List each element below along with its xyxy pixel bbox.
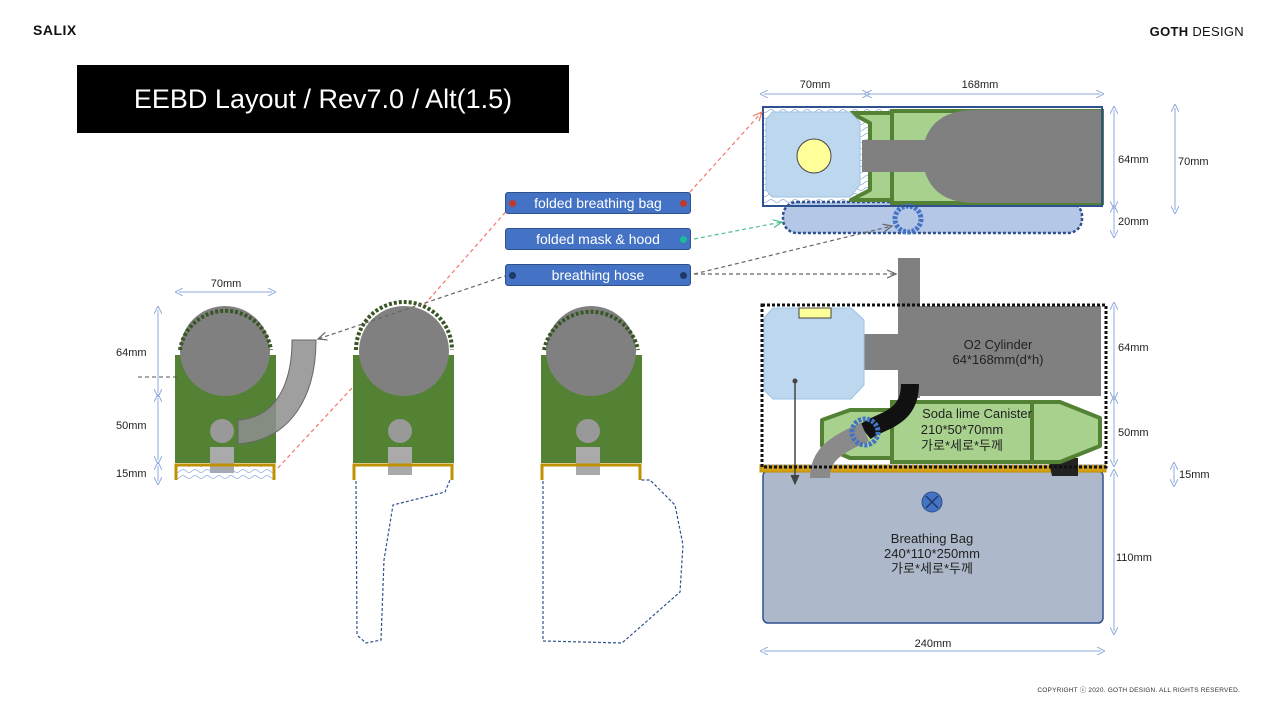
copyright-notice: COPYRIGHT ⓒ 2020. GOTH DESIGN. ALL RIGHT… xyxy=(1037,687,1240,694)
pill-dot-left xyxy=(509,272,516,279)
side-view-1 xyxy=(174,306,317,481)
bag-axes: 가로*세로*두께 xyxy=(891,561,973,576)
pill-dot-right xyxy=(680,236,687,243)
main-view-dimensions: 64mm 50mm 15mm 110mm 240mm xyxy=(764,306,1210,651)
side-dim-h1: 64mm xyxy=(116,347,147,359)
label-breathing-hose: breathing hose xyxy=(505,264,691,286)
label-folded-breathing-bag: folded breathing bag xyxy=(505,192,691,214)
top-dim-total: 70mm xyxy=(1178,156,1209,168)
main-dim-h4: 110mm xyxy=(1116,552,1152,564)
label-text: folded breathing bag xyxy=(534,195,662,211)
bag-name: Breathing Bag xyxy=(891,531,973,546)
label-text: folded mask & hood xyxy=(536,231,660,247)
page-title: EEBD Layout / Rev7.0 / Alt(1.5) xyxy=(77,65,569,133)
main-dim-h3: 15mm xyxy=(1179,469,1210,481)
side-view-2 xyxy=(352,300,454,644)
brand-goth-design: GOTH DESIGN xyxy=(1150,24,1244,39)
top-dim-w2: 168mm xyxy=(962,79,999,91)
brand-goth: GOTH xyxy=(1149,24,1189,39)
main-dim-h2: 50mm xyxy=(1118,427,1149,439)
side-dim-h2: 50mm xyxy=(116,420,147,432)
callout-arrows xyxy=(275,112,896,471)
main-view: Breathing Bag 240*110*250mm 가로*세로*두께 Sod… xyxy=(759,258,1108,624)
main-dim-width: 240mm xyxy=(915,638,952,650)
top-dim-h2: 20mm xyxy=(1118,216,1149,228)
side-view-3 xyxy=(540,306,684,644)
o2-name: O2 Cylinder xyxy=(964,337,1033,352)
side-view-dimensions: 70mm 64mm 50mm 15mm xyxy=(116,278,272,481)
canister-size: 210*50*70mm xyxy=(921,422,1003,437)
bag-size: 240*110*250mm xyxy=(884,546,980,561)
pill-dot-left xyxy=(509,200,516,207)
brand-salix: SALIX xyxy=(33,22,77,38)
side-dim-width: 70mm xyxy=(211,278,242,290)
canister-axes: 가로*세로*두께 xyxy=(921,438,1003,453)
main-dim-h1: 64mm xyxy=(1118,342,1149,354)
brand-design: DESIGN xyxy=(1188,24,1244,39)
top-dim-h1: 64mm xyxy=(1118,154,1149,166)
canister-name: Soda lime Canister xyxy=(922,406,1032,421)
label-folded-mask-hood: folded mask & hood xyxy=(505,228,691,250)
o2-size: 64*168mm(d*h) xyxy=(952,352,1043,367)
top-view xyxy=(762,106,1104,235)
pill-dot-right xyxy=(680,272,687,279)
label-text: breathing hose xyxy=(551,267,645,283)
top-dim-w1: 70mm xyxy=(800,79,831,91)
side-dim-h3: 15mm xyxy=(116,468,147,480)
pill-dot-right xyxy=(680,200,687,207)
top-view-dimensions: 70mm 168mm 64mm 20mm 70mm xyxy=(764,79,1209,234)
